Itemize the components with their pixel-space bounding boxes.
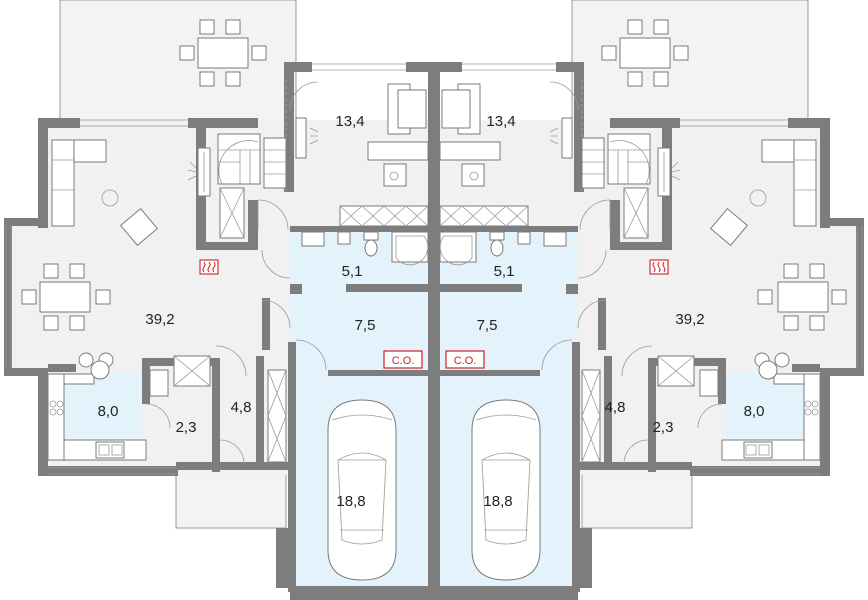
room-area-garage: 18,8 bbox=[483, 493, 512, 510]
room-area-pantry: 2,3 bbox=[176, 419, 197, 436]
room-area-kitchen: 8,0 bbox=[744, 403, 765, 420]
room-area-bathroom: 5,1 bbox=[342, 263, 363, 280]
room-area-living: 39,2 bbox=[675, 311, 704, 328]
unit-left bbox=[3, 0, 441, 600]
room-area-kitchen: 8,0 bbox=[98, 403, 119, 420]
unit-right-labels: 13,4 39,2 5,1 7,5 8,0 2,3 4,8 18,8 C.O. bbox=[454, 113, 765, 510]
boiler-room-label: C.O. bbox=[454, 355, 477, 367]
room-area-pantry: 2,3 bbox=[653, 419, 674, 436]
room-area-living: 39,2 bbox=[145, 311, 174, 328]
room-area-hall: 7,5 bbox=[477, 317, 498, 334]
room-area-bathroom: 5,1 bbox=[494, 263, 515, 280]
room-area-office: 13,4 bbox=[335, 113, 364, 130]
unit-right bbox=[427, 0, 865, 600]
boiler-room-label: C.O. bbox=[392, 355, 415, 367]
room-area-hall: 7,5 bbox=[355, 317, 376, 334]
unit-left-labels: 13,4 39,2 5,1 7,5 8,0 2,3 4,8 18,8 C.O. bbox=[98, 113, 415, 510]
room-area-vestibule: 4,8 bbox=[231, 399, 252, 416]
room-area-garage: 18,8 bbox=[336, 493, 365, 510]
room-area-office: 13,4 bbox=[486, 113, 515, 130]
room-area-vestibule: 4,8 bbox=[605, 399, 626, 416]
